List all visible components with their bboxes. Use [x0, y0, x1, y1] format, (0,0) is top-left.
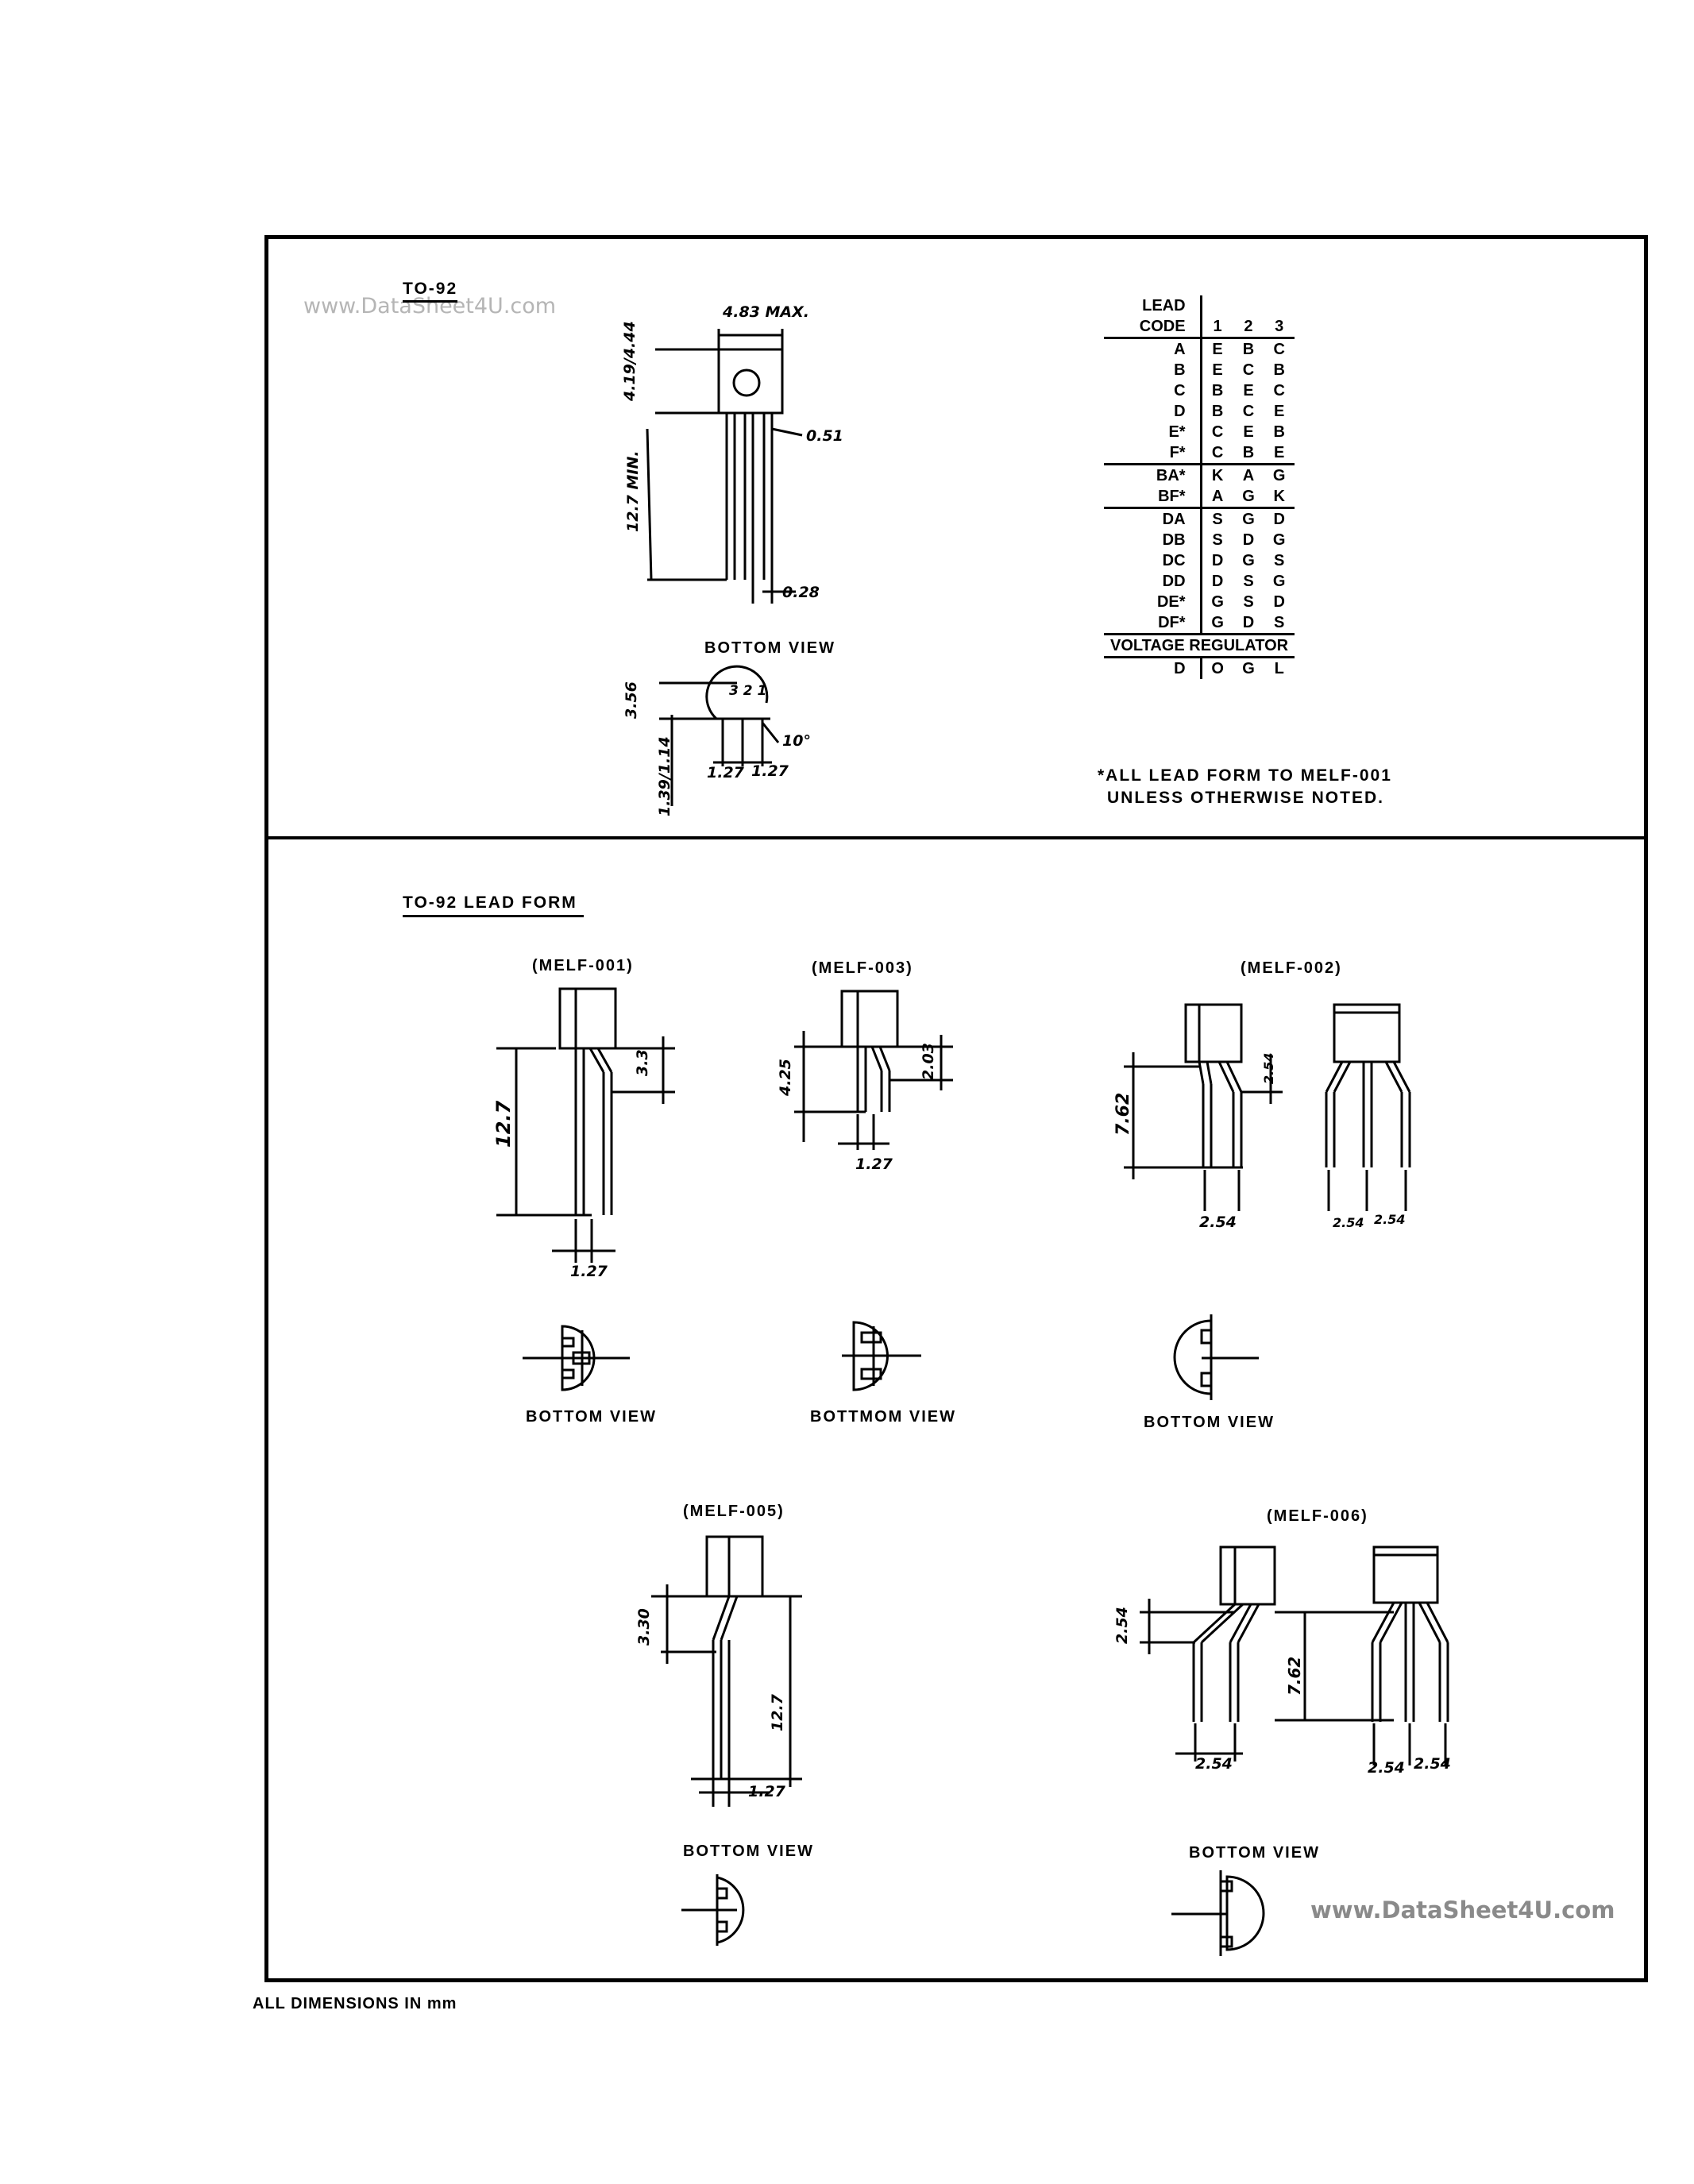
to92-bottom-view-drawing — [643, 671, 810, 814]
to92-bottom-view-label: BOTTOM VIEW — [704, 639, 835, 657]
melf003-bottom-icon — [810, 1318, 921, 1394]
melf005-label: (MELF-005) — [683, 1503, 785, 1520]
melf006-bottom-view: BOTTOM VIEW — [1189, 1844, 1320, 1862]
melf002-bottom-icon — [1179, 1314, 1267, 1402]
to92-bottom-width: 1.39/1.14 — [656, 736, 673, 816]
melf006-dim-c: 2.54 — [1195, 1755, 1233, 1773]
melf006-dim-b: 7.62 — [1285, 1656, 1304, 1696]
to92-package-drawing — [619, 318, 842, 619]
melf006-dim-e: 2.54 — [1414, 1755, 1451, 1773]
to92-lead-thickness: 0.28 — [782, 584, 820, 601]
section-divider — [264, 836, 1648, 839]
melf006-drawing — [1132, 1547, 1465, 1777]
melf002-dim-a: 7.62 — [1113, 1092, 1133, 1136]
to92-lead-length: 12.7 MIN. — [624, 450, 642, 532]
footer-note: ALL DIMENSIONS IN mm — [253, 1995, 457, 2012]
lead-note-line2: UNLESS OTHERWISE NOTED. — [1107, 789, 1384, 807]
to92-pin-numbers: 3 2 1 — [729, 683, 767, 699]
melf001-dim-c: 1.27 — [570, 1263, 608, 1280]
lead-header-code: CODE — [1104, 316, 1202, 339]
drawing-frame — [264, 235, 1648, 1982]
to92-height: 4.19/4.44 — [621, 321, 639, 401]
melf003-dim-a: 4.25 — [777, 1059, 794, 1096]
lead-col-3: 3 — [1264, 316, 1295, 339]
melf005-dim-b: 12.7 — [769, 1694, 786, 1731]
watermark-bottom: www.DataSheet4U.com — [1310, 1897, 1615, 1924]
lead-note-line1: *ALL LEAD FORM TO MELF-001 — [1098, 766, 1392, 785]
melf002-bottom-view: BOTTOM VIEW — [1144, 1414, 1275, 1431]
melf003-dim-c: 1.27 — [855, 1156, 893, 1173]
watermark-top: www.DataSheet4U.com — [303, 294, 557, 318]
melf001-dim-a: 3.3 — [634, 1049, 651, 1076]
to92-lead-width: 0.51 — [806, 427, 843, 445]
melf001-drawing — [496, 989, 695, 1298]
melf005-dim-c: 1.27 — [748, 1783, 785, 1800]
melf003-drawing — [794, 991, 961, 1174]
melf005-drawing — [651, 1537, 826, 1807]
lead-col-2: 2 — [1233, 316, 1264, 339]
melf005-bottom-view: BOTTOM VIEW — [683, 1843, 814, 1860]
melf002-dim-e: 2.54 — [1374, 1212, 1406, 1227]
to92-bottom-depth: 3.56 — [623, 681, 640, 719]
voltage-regulator-label: VOLTAGE REGULATOR — [1104, 633, 1295, 658]
lead-col-1: 1 — [1201, 316, 1233, 339]
melf003-label: (MELF-003) — [812, 959, 913, 977]
melf006-bottom-icon — [1171, 1870, 1275, 1958]
to92-angle: 10° — [782, 732, 811, 750]
to92-width-max: 4.83 MAX. — [723, 303, 809, 321]
melf005-bottom-icon — [681, 1874, 769, 1946]
melf005-dim-a: 3.30 — [635, 1608, 653, 1646]
melf001-dim-b: 12.7 — [492, 1100, 515, 1148]
melf002-label: (MELF-002) — [1241, 959, 1342, 977]
melf002-dim-b: 2.54 — [1261, 1052, 1276, 1084]
melf003-dim-b: 2.03 — [920, 1043, 937, 1080]
to92-title: TO-92 — [403, 280, 458, 303]
melf001-label: (MELF-001) — [532, 957, 634, 974]
melf001-bottom-view: BOTTOM VIEW — [526, 1408, 657, 1426]
lead-header-top: LEAD — [1104, 295, 1202, 316]
melf006-dim-d: 2.54 — [1368, 1759, 1405, 1777]
melf003-bottom-view: BOTTMOM VIEW — [810, 1408, 956, 1426]
melf001-bottom-icon — [523, 1322, 642, 1394]
melf002-drawing — [1116, 1005, 1418, 1211]
to92-pitch-right: 1.27 — [751, 762, 789, 780]
melf006-dim-a: 2.54 — [1113, 1607, 1131, 1644]
melf002-dim-d: 2.54 — [1333, 1215, 1364, 1230]
melf006-label: (MELF-006) — [1267, 1507, 1368, 1525]
lead-form-title: TO-92 LEAD FORM — [403, 893, 584, 917]
to92-pitch-left: 1.27 — [707, 764, 744, 781]
melf002-dim-c: 2.54 — [1199, 1214, 1237, 1231]
